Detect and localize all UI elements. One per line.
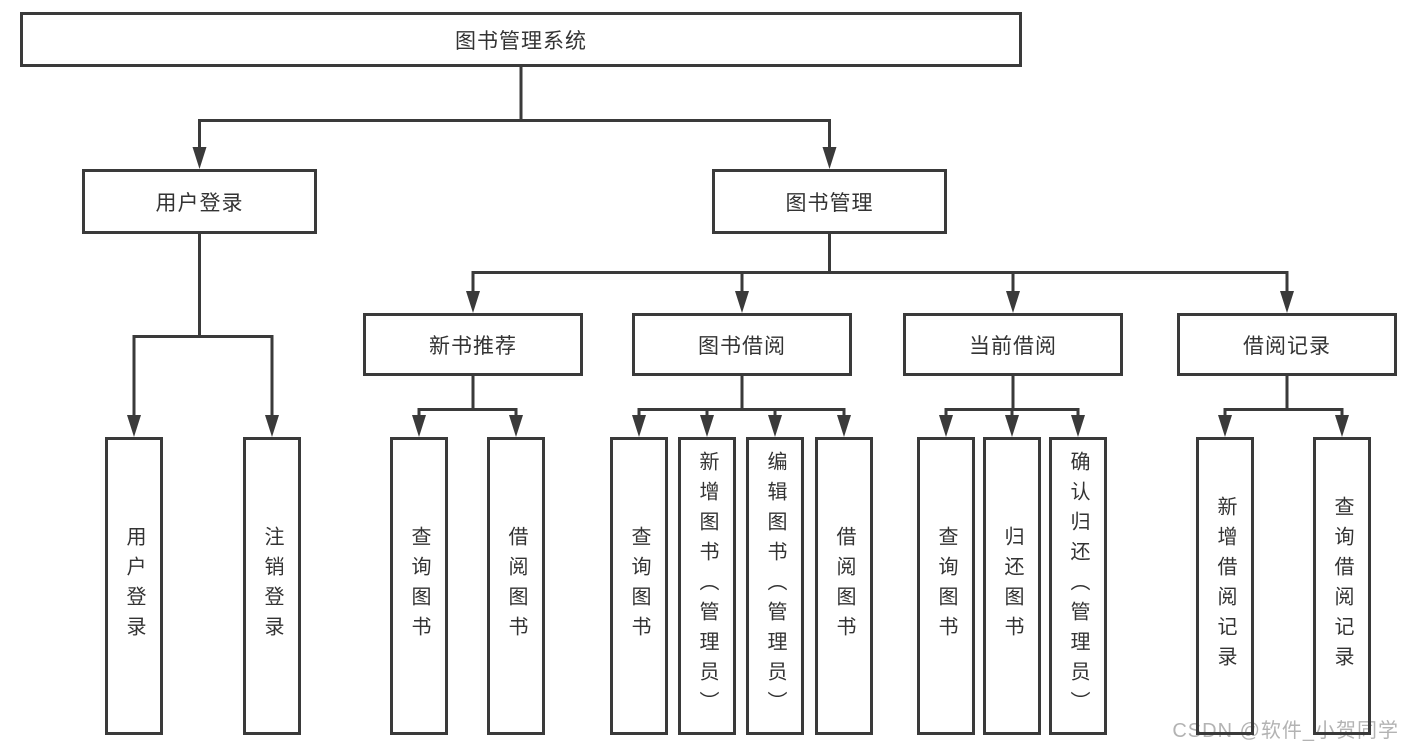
node-leaf-logout: 注销登录 — [243, 437, 301, 735]
node-leaf-borrow-book-2: 借阅图书 — [815, 437, 873, 735]
node-leaf-confirm-return-admin: 确认归还（管理员） — [1049, 437, 1107, 735]
node-leaf-add-book-admin: 新增图书（管理员） — [678, 437, 736, 735]
node-leaf-user-login: 用户登录 — [105, 437, 163, 735]
node-leaf-add-borrow-record: 新增借阅记录 — [1196, 437, 1254, 735]
node-leaf-borrow-book-1: 借阅图书 — [487, 437, 545, 735]
node-leaf-query-book-1: 查询图书 — [390, 437, 448, 735]
node-leaf-query-book-2: 查询图书 — [610, 437, 668, 735]
node-leaf-return-book: 归还图书 — [983, 437, 1041, 735]
watermark: CSDN @软件_小贺同学 — [1172, 720, 1399, 742]
node-leaf-edit-book-admin: 编辑图书（管理员） — [746, 437, 804, 735]
node-leaf-query-borrow-record: 查询借阅记录 — [1313, 437, 1371, 735]
arrowheads — [127, 147, 1349, 437]
node-book-management: 图书管理 — [712, 169, 947, 234]
node-current-borrow: 当前借阅 — [903, 313, 1123, 376]
node-book-borrow: 图书借阅 — [632, 313, 852, 376]
node-root: 图书管理系统 — [20, 12, 1022, 67]
node-user-login: 用户登录 — [82, 169, 317, 234]
node-leaf-query-book-3: 查询图书 — [917, 437, 975, 735]
node-borrow-records: 借阅记录 — [1177, 313, 1397, 376]
node-new-book-recommend: 新书推荐 — [363, 313, 583, 376]
